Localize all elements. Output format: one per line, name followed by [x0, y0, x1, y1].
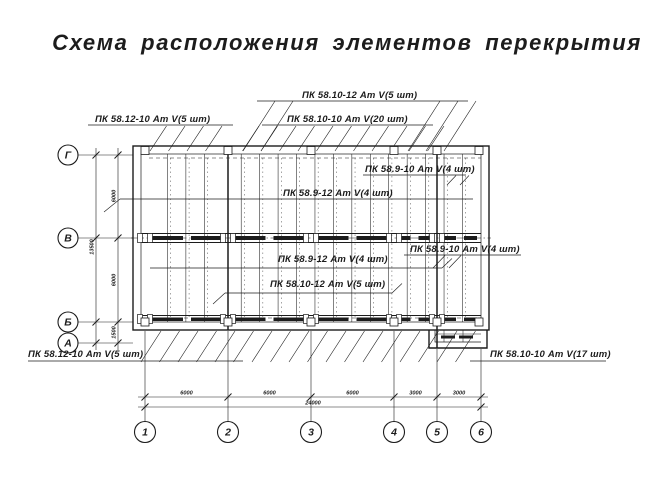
- dim-value: 3000: [453, 391, 466, 397]
- slab-mark-labels: ПК 58.10-12 Ат V(5 шт) ПК 58.12-10 Ат V(…: [28, 90, 611, 360]
- slab-label: ПК 58.10-10 Ат V(17 шт): [490, 349, 611, 360]
- label-leader-lines: [28, 100, 606, 362]
- dim-value: 6000: [346, 391, 359, 397]
- dim-value: 1500: [112, 325, 118, 338]
- slab-label: ПК 58.9-12 Ат V(4 шт): [283, 188, 393, 199]
- axis-col-label: 4: [390, 427, 397, 439]
- axis-col-label: 5: [434, 427, 440, 439]
- slab-label: ПК 58.10-12 Ат V(5 шт): [302, 90, 417, 101]
- drawing-title: Схема расположения элементов перекрытия: [52, 30, 642, 55]
- slab-label: ПК 58.12-10 Ат V(5 шт): [28, 349, 143, 360]
- slab-label: ПК 58.12-10 Ат V(5 шт): [95, 114, 210, 125]
- dimension-values: 6000 6000 6000 3000 3000 24000 6000 6000…: [90, 189, 467, 407]
- bottom-dimension-lines: [138, 331, 488, 421]
- dim-value: 6000: [112, 273, 118, 286]
- slab-label: ПК 58.10-12 Ат V(5 шт): [270, 279, 385, 290]
- dim-value: 6000: [263, 391, 276, 397]
- leader-hatch-bottom: [140, 330, 476, 363]
- slab-label: ПК 58.9-12 Ат V(4 шт): [278, 254, 388, 265]
- axis-row-label: В: [64, 233, 72, 245]
- dim-value: 6000: [180, 391, 193, 397]
- dimension-tick-marks: [92, 151, 485, 411]
- left-dimension-lines: [78, 148, 133, 350]
- tie-beam-v-segments: [152, 236, 477, 240]
- slab-label: ПК 58.9-10 Ат V(4 шт): [410, 244, 520, 255]
- slab-anchor-connectors: [137, 233, 445, 324]
- column-marks: [140, 146, 484, 327]
- axis-row-label: Г: [65, 150, 72, 162]
- axis-col-label: 2: [224, 427, 231, 439]
- slab-label: ПК 58.10-10 Ат V(20 шт): [287, 114, 408, 125]
- axis-col-label: 6: [478, 427, 484, 439]
- axis-row-label: А: [63, 338, 72, 350]
- dim-total: 24000: [304, 401, 321, 407]
- grid-axis-bubbles: Г В Б А 1 2 3 4 5 6: [57, 144, 493, 444]
- slab-label: ПК 58.9-10 Ат V(4 шт): [365, 164, 475, 175]
- tie-beam-b-segments: [152, 317, 477, 339]
- dim-value: 3000: [409, 391, 422, 397]
- leader-hatch-top: [149, 100, 477, 152]
- axis-row-label: Б: [64, 317, 72, 329]
- dim-value: 6000: [112, 189, 118, 202]
- axis-col-label: 3: [308, 427, 314, 439]
- axis-col-label: 1: [142, 427, 148, 439]
- dim-total: 13500: [90, 238, 96, 254]
